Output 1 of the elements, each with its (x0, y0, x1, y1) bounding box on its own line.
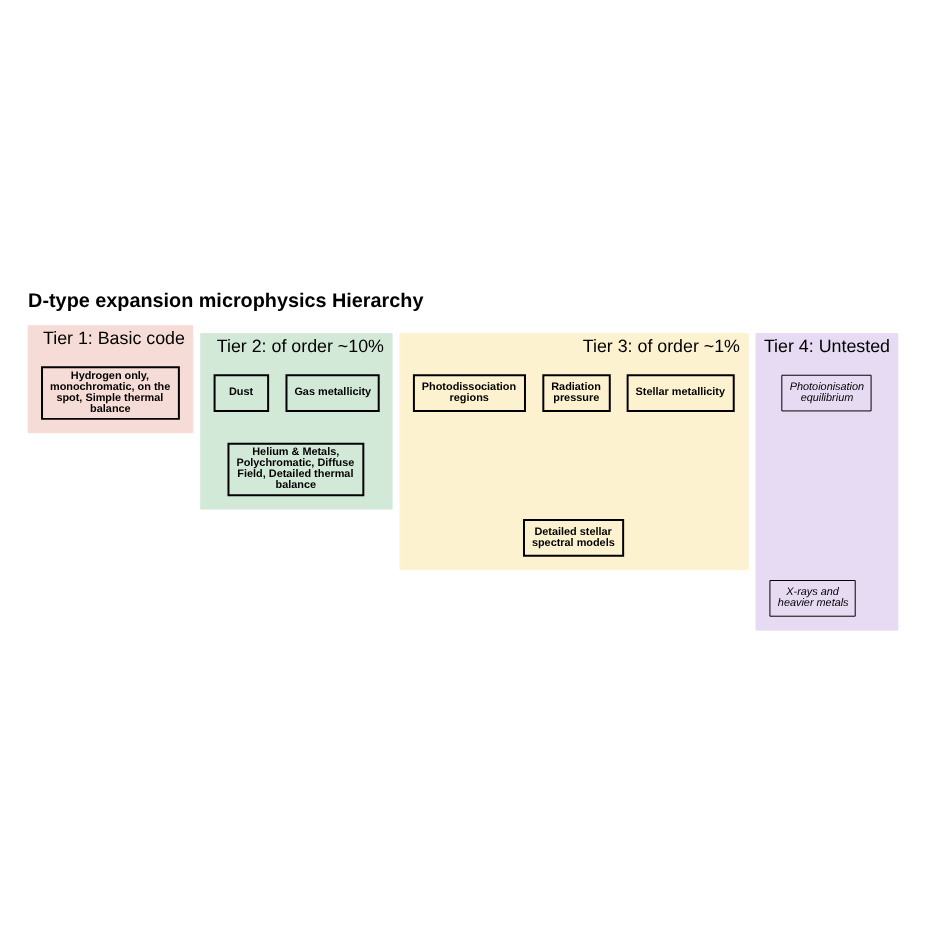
diagram-title: D-type expansion microphysics Hierarchy (28, 290, 424, 313)
